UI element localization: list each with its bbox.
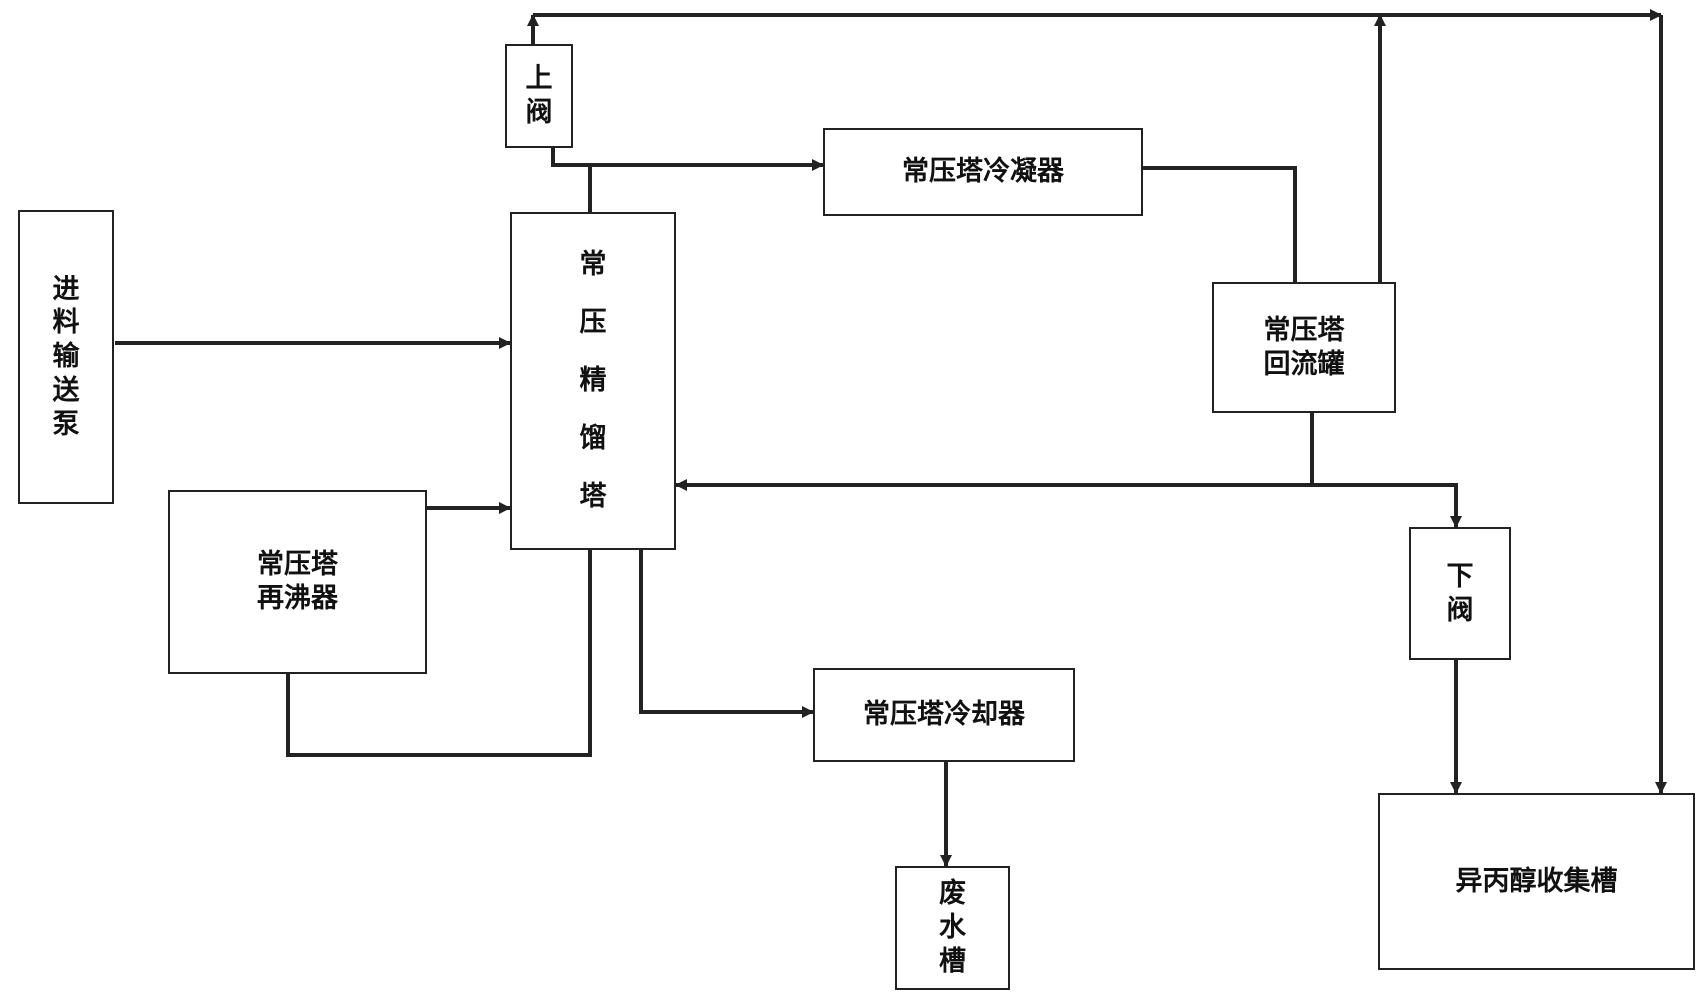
flow-column-to-reboiler-loop — [286, 550, 592, 757]
upper-valve-box: 上阀 — [505, 44, 573, 148]
upper-valve-label: 上阀 — [525, 63, 553, 128]
distillation-column-label: 常压精馏塔 — [579, 248, 607, 513]
distillation-column-box: 常压精馏塔 — [510, 212, 676, 550]
flow-column-to-cooler — [639, 550, 814, 718]
flow-condenser-to-reflux-tank — [1143, 166, 1297, 282]
feed-pump-label: 进料输送泵 — [52, 273, 80, 440]
lower-valve-box: 下阀 — [1409, 527, 1511, 660]
lower-valve-label: 下阀 — [1446, 560, 1474, 626]
cooler-label: 常压塔冷却器 — [863, 699, 1025, 731]
isopropanol-tank-label: 异丙醇收集槽 — [1455, 865, 1618, 897]
cooler-box: 常压塔冷却器 — [813, 668, 1075, 762]
wastewater-tank-label: 废水槽 — [939, 878, 966, 977]
wastewater-tank-box: 废水槽 — [895, 866, 1010, 990]
condenser-label: 常压塔冷凝器 — [902, 156, 1064, 188]
isopropanol-tank-box: 异丙醇收集槽 — [1378, 793, 1695, 970]
reboiler-box: 常压塔 再沸器 — [168, 490, 427, 674]
condenser-box: 常压塔冷凝器 — [823, 128, 1143, 216]
reflux-tank-label: 常压塔 回流罐 — [1263, 314, 1345, 380]
flow-column-top-to-valve — [551, 148, 592, 212]
flow-to-lower-valve — [1312, 483, 1462, 528]
reflux-tank-box: 常压塔 回流罐 — [1212, 282, 1396, 413]
feed-pump-box: 进料输送泵 — [18, 210, 114, 504]
reboiler-label: 常压塔 再沸器 — [257, 549, 338, 614]
